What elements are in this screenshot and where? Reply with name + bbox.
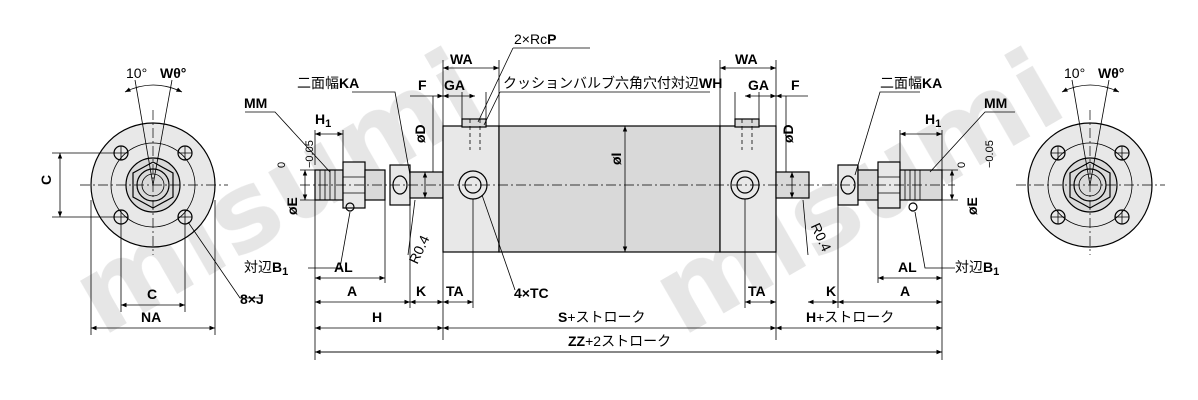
- oe-right-tol-top: 0: [956, 162, 968, 168]
- right-angle-arc: [1061, 84, 1120, 93]
- oe-left-tol-bottom: −0.05: [304, 140, 316, 168]
- bottom-left-extensions: [314, 200, 444, 340]
- j-leader: [187, 221, 262, 299]
- cushion-valve-leader: [483, 91, 710, 126]
- right-rod-thread-lines: [904, 170, 921, 200]
- left-w-theta-label: Wθ°: [160, 65, 186, 81]
- f-right-label: F: [791, 77, 800, 93]
- a-left-label: A: [347, 283, 357, 299]
- al-left-label: AL: [334, 259, 353, 275]
- k-left-label: K: [416, 283, 426, 299]
- b1-left-label: 対辺B1: [244, 259, 288, 278]
- left-port-boss: [461, 118, 487, 128]
- od-right-label: øD: [780, 124, 796, 143]
- tc-label: 4×TC: [514, 285, 549, 301]
- f-left-label: F: [418, 77, 427, 93]
- ga-right-label: GA: [748, 77, 769, 93]
- right-cover: [719, 125, 777, 253]
- right-rod-nut-lines: [878, 176, 900, 194]
- b1-right-leader: [914, 211, 955, 269]
- c-vertical-label: C: [38, 175, 54, 185]
- ta-right-label: TA: [748, 283, 766, 299]
- ka-left-label: 二面幅KA: [297, 75, 359, 91]
- right-angle-label: 10°: [1064, 65, 1085, 81]
- left-rod-dot: [345, 202, 355, 212]
- mm-left-label: MM: [244, 95, 267, 111]
- al-right-label: AL: [898, 259, 917, 275]
- cushion-valve-label: クッションバルブ六角穴付対辺WH: [503, 75, 722, 91]
- right-end-view: [1016, 79, 1165, 255]
- r04-right-leader: [802, 199, 809, 256]
- left-bottom-extensions: [90, 200, 216, 335]
- mm-left-leader: [245, 111, 331, 173]
- oe-left-ext: [300, 169, 315, 201]
- oe-right-tol-bottom: −0.05: [984, 140, 996, 168]
- h1-left-label: H1: [315, 111, 331, 130]
- left-bolt-holes: [113, 145, 193, 225]
- right-angle-lines: [1071, 79, 1110, 186]
- ka-left-leader: [352, 91, 411, 176]
- right-port-hidden: [741, 119, 753, 150]
- ta-left-label: TA: [446, 283, 464, 299]
- bottom-right-extensions: [837, 200, 943, 340]
- a-right-label: A: [900, 283, 910, 299]
- left-angle-arc: [124, 84, 183, 93]
- oe-left-label: øE: [284, 197, 300, 215]
- od-left-label: øD: [412, 124, 428, 143]
- top-left-extensions: [442, 60, 500, 126]
- rcp-label: 2×RcP: [514, 31, 556, 47]
- ka-right-label: 二面幅KA: [880, 75, 942, 91]
- b1-left-leader: [308, 211, 351, 269]
- rcp-leader: [477, 47, 590, 123]
- left-c-extension: [52, 152, 115, 218]
- ta-right-ext: [744, 199, 777, 340]
- left-end-view: [80, 79, 228, 255]
- right-centerlines: [1016, 110, 1165, 255]
- j-label: 8×J: [240, 291, 264, 307]
- cylinder-tube: [498, 125, 721, 253]
- r04-left-label: R0.4: [405, 232, 432, 266]
- zz-label: ZZ+2ストローク: [568, 333, 671, 349]
- oe-left-tol-top: 0: [276, 162, 288, 168]
- ka-right-leader: [854, 91, 920, 176]
- ga-left-label: GA: [444, 77, 465, 93]
- right-w-theta-label: Wθ°: [1098, 65, 1124, 81]
- left-port-hidden: [469, 119, 481, 150]
- s-stroke-label: S+ストローク: [558, 309, 646, 325]
- left-cover: [442, 125, 500, 253]
- right-rod-dot: [908, 202, 918, 212]
- top-right-extensions: [719, 60, 777, 126]
- na-label: NA: [141, 309, 161, 325]
- h-stroke-label: H+ストローク: [806, 309, 894, 325]
- oi-label: øI: [608, 153, 624, 165]
- h1-right-label: H1: [925, 111, 941, 130]
- c-horizontal-label: C: [147, 286, 157, 302]
- right-port-boss: [734, 118, 760, 128]
- left-angle-lines: [134, 79, 173, 186]
- oe-right-label: øE: [964, 197, 980, 215]
- left-angle-label: 10°: [126, 65, 147, 81]
- wa-left-label: WA: [450, 51, 473, 67]
- b1-right-label: 対辺B1: [955, 259, 999, 278]
- k-right-label: K: [826, 283, 836, 299]
- wa-right-label: WA: [735, 51, 758, 67]
- mm-right-leader: [929, 111, 1015, 173]
- right-bolt-holes: [1050, 145, 1130, 225]
- mm-right-label: MM: [984, 95, 1007, 111]
- left-centerlines: [80, 110, 228, 255]
- left-rod-nut-lines: [343, 176, 365, 194]
- r04-left-leader: [407, 199, 416, 256]
- h-left-label: H: [372, 309, 382, 325]
- tc-leader: [481, 194, 516, 291]
